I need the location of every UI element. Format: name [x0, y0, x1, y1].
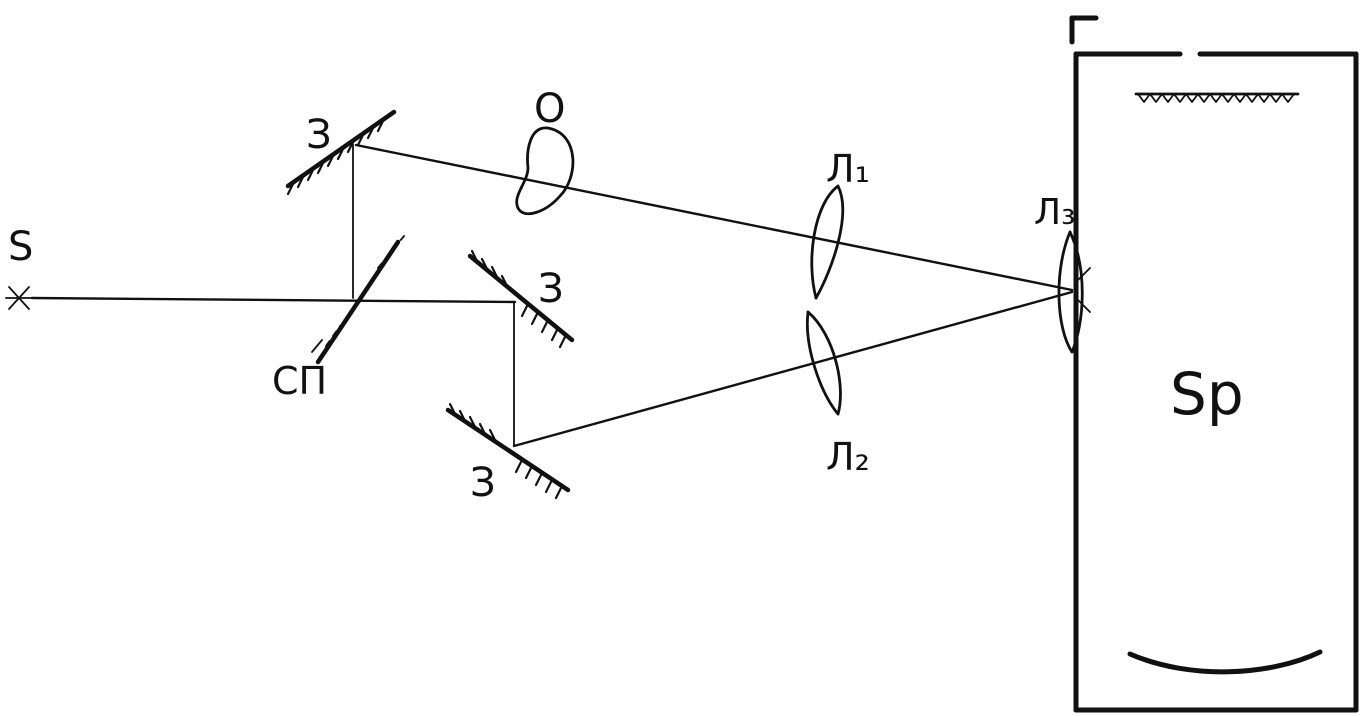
slit-mark [1069, 15, 1099, 45]
label-mirror-top: З [306, 112, 332, 158]
ray-reference-beam [512, 290, 1074, 448]
spectrograph-frame [1073, 51, 1359, 713]
label-lens3: Л₃ [1034, 192, 1076, 233]
label-object: О [534, 86, 565, 132]
object-shape [515, 126, 575, 216]
mirror-bottom [445, 402, 571, 500]
label-lens2: Л₂ [826, 435, 870, 479]
label-lens1: Л₁ [826, 147, 870, 191]
mirror-top [285, 109, 397, 196]
ray-object-beam [354, 143, 1074, 292]
label-slit: Г [1100, 43, 1101, 45]
lens-1 [810, 184, 845, 300]
beam-splitter [311, 235, 405, 365]
grating [1134, 92, 1300, 103]
detector-plate [1127, 649, 1323, 675]
mirror-middle [467, 249, 575, 349]
source-star-icon [5, 286, 33, 310]
ray-source-to-mirror [30, 296, 517, 304]
label-mirror-mid: З [538, 266, 564, 312]
label-splitter: СП [272, 359, 327, 403]
label-mirror-bottom: З [470, 460, 496, 506]
lens-2 [805, 310, 842, 416]
label-source: S [8, 224, 33, 270]
label-spectrograph: Sp [1170, 360, 1244, 428]
